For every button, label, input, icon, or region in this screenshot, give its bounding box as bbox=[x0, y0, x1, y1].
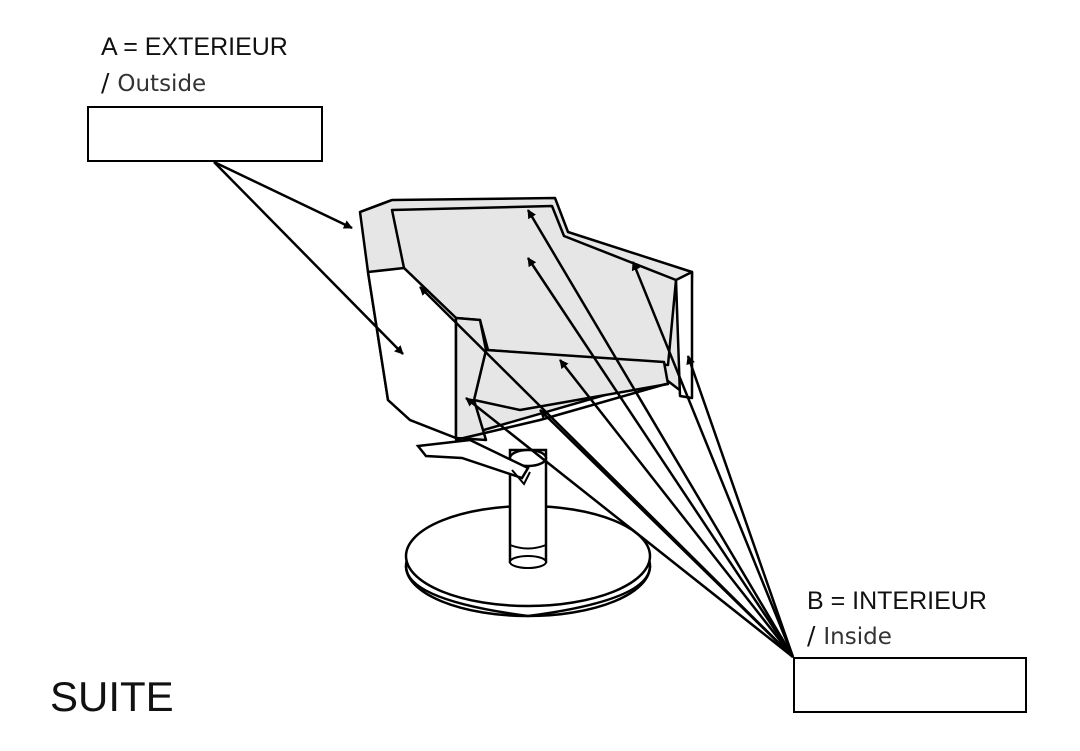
exterior-input-box[interactable] bbox=[87, 106, 323, 162]
label-exterior-sub: / Outside bbox=[101, 68, 206, 99]
interior-input-box[interactable] bbox=[793, 657, 1027, 713]
arrows-interior bbox=[419, 209, 795, 658]
page-title-suite: SUITE bbox=[50, 673, 174, 720]
label-exterior-alt: Outside bbox=[117, 71, 207, 97]
arrows-exterior bbox=[213, 160, 404, 355]
label-interior-slash: / bbox=[807, 621, 824, 650]
label-interior-alt: Inside bbox=[823, 624, 892, 650]
label-exterior: A = EXTERIEUR bbox=[101, 33, 288, 61]
label-interior-sub: / Inside bbox=[807, 621, 892, 652]
label-interior: B = INTERIEUR bbox=[807, 587, 987, 615]
label-exterior-slash: / bbox=[101, 68, 118, 97]
chair-pole bbox=[508, 448, 548, 569]
